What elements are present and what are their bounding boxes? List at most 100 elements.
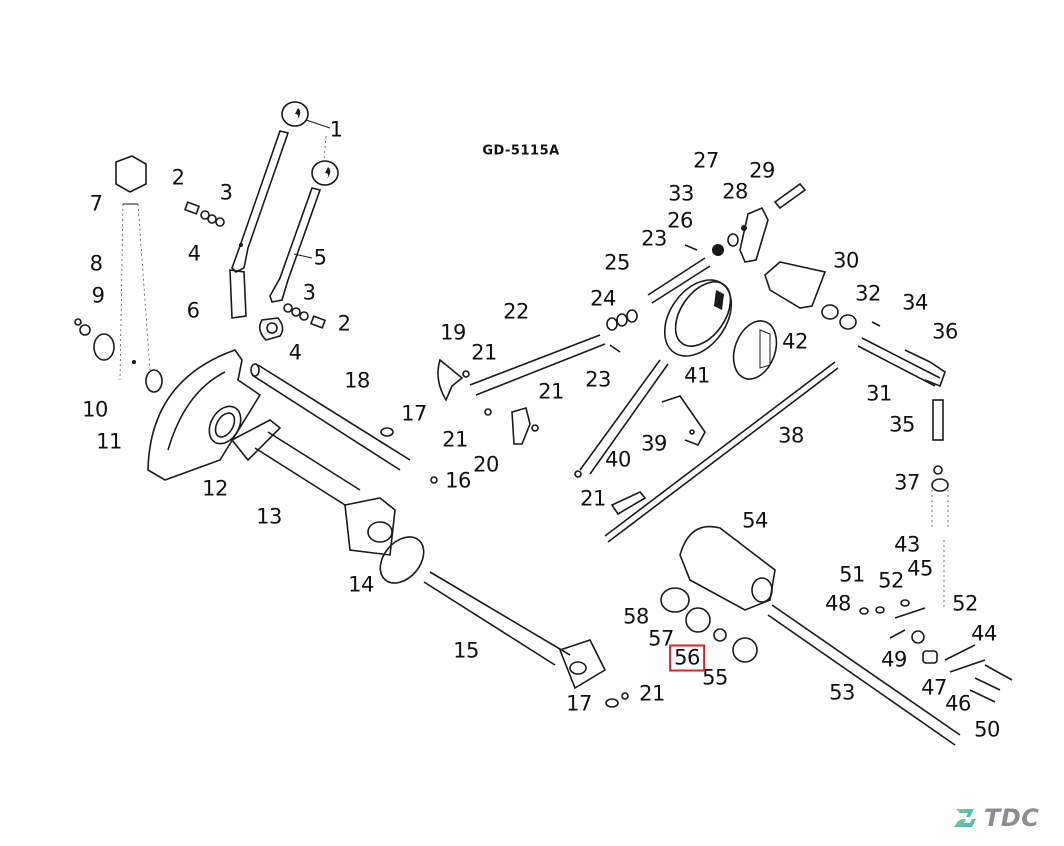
part-14-gasket xyxy=(379,536,425,584)
part-7-8-9-10-handle-assembly xyxy=(74,155,163,393)
callout-50[interactable]: 50 xyxy=(974,717,1000,742)
callout-4[interactable]: 4 xyxy=(187,241,201,266)
callout-6[interactable]: 6 xyxy=(186,298,200,323)
callout-1[interactable]: 1 xyxy=(329,117,343,142)
callout-58[interactable]: 58 xyxy=(623,604,649,629)
callout-47[interactable]: 47 xyxy=(921,675,947,700)
part-42-clutch-drum xyxy=(732,320,778,380)
part-5-lever xyxy=(258,187,322,341)
callout-11[interactable]: 11 xyxy=(96,429,122,454)
tdc-logo: TDC xyxy=(952,804,1039,832)
callout-52[interactable]: 52 xyxy=(952,591,978,616)
callout-20[interactable]: 20 xyxy=(473,452,499,477)
part-26-to-33-linkage xyxy=(712,182,807,263)
part-25-rod xyxy=(647,257,711,304)
callout-31[interactable]: 31 xyxy=(866,381,892,406)
part-24-washers xyxy=(606,244,698,353)
callout-40[interactable]: 40 xyxy=(605,447,631,472)
callout-4[interactable]: 4 xyxy=(288,340,302,365)
part-18-shaft xyxy=(250,363,411,471)
callout-21[interactable]: 21 xyxy=(639,681,665,706)
part-6-lever xyxy=(229,130,290,319)
callout-29[interactable]: 29 xyxy=(749,158,775,183)
callout-19[interactable]: 19 xyxy=(440,320,466,345)
part-12-seal-housing xyxy=(208,405,242,445)
callout-7[interactable]: 7 xyxy=(89,191,103,216)
callout-42[interactable]: 42 xyxy=(782,329,808,354)
callout-21[interactable]: 21 xyxy=(442,427,468,452)
callout-35[interactable]: 35 xyxy=(889,412,915,437)
callout-23[interactable]: 23 xyxy=(641,226,667,251)
part-13-tube-housing xyxy=(230,419,396,556)
callout-2[interactable]: 2 xyxy=(171,165,185,190)
callout-33[interactable]: 33 xyxy=(668,181,694,206)
logo-text: TDC xyxy=(984,804,1040,832)
callout-49[interactable]: 49 xyxy=(881,647,907,672)
callout-43[interactable]: 43 xyxy=(894,532,920,557)
part-30-bracket xyxy=(764,261,827,309)
callout-16[interactable]: 16 xyxy=(445,468,471,493)
callout-3[interactable]: 3 xyxy=(219,180,233,205)
tdc-logo-icon xyxy=(954,809,976,827)
callout-2[interactable]: 2 xyxy=(337,311,351,336)
callout-17[interactable]: 17 xyxy=(566,691,592,716)
part-35-37-43-vertical-pin xyxy=(931,399,949,610)
callout-32[interactable]: 32 xyxy=(855,281,881,306)
callout-39[interactable]: 39 xyxy=(641,431,667,456)
callout-9[interactable]: 9 xyxy=(91,283,105,308)
callout-36[interactable]: 36 xyxy=(932,319,958,344)
callout-18[interactable]: 18 xyxy=(344,368,370,393)
callout-53[interactable]: 53 xyxy=(829,680,855,705)
callout-48[interactable]: 48 xyxy=(825,591,851,616)
callout-21[interactable]: 21 xyxy=(471,340,497,365)
callout-10[interactable]: 10 xyxy=(82,397,108,422)
callout-22[interactable]: 22 xyxy=(503,299,529,324)
callout-8[interactable]: 8 xyxy=(89,251,103,276)
callout-5[interactable]: 5 xyxy=(313,245,327,270)
callout-13[interactable]: 13 xyxy=(256,504,282,529)
callout-44[interactable]: 44 xyxy=(971,621,997,646)
part-31-36-shift-rod xyxy=(857,321,946,388)
part-32-bushings xyxy=(821,304,857,330)
part-44-52-small-parts xyxy=(859,599,1013,703)
part-54-housing xyxy=(679,525,776,611)
callout-56-highlighted[interactable]: 56 xyxy=(669,644,705,672)
callout-46[interactable]: 46 xyxy=(945,691,971,716)
callout-14[interactable]: 14 xyxy=(348,572,374,597)
callout-28[interactable]: 28 xyxy=(722,179,748,204)
callout-15[interactable]: 15 xyxy=(453,638,479,663)
callout-38[interactable]: 38 xyxy=(778,423,804,448)
callout-51[interactable]: 51 xyxy=(839,562,865,587)
callout-23[interactable]: 23 xyxy=(585,367,611,392)
callout-41[interactable]: 41 xyxy=(684,363,710,388)
callout-24[interactable]: 24 xyxy=(590,286,616,311)
part-2-3-4-fasteners-lower xyxy=(283,303,327,329)
part-38-long-rod xyxy=(604,361,839,543)
part-22-selector-rod xyxy=(437,334,606,416)
callout-54[interactable]: 54 xyxy=(742,508,768,533)
part-11-sector-plate xyxy=(147,349,262,481)
part-40-rod xyxy=(574,359,669,478)
callout-45[interactable]: 45 xyxy=(907,556,933,581)
callout-37[interactable]: 37 xyxy=(894,470,920,495)
part-15-shaft xyxy=(423,571,607,690)
part-20-fork xyxy=(511,407,539,445)
callout-30[interactable]: 30 xyxy=(833,248,859,273)
part-39-bracket xyxy=(661,395,706,446)
callout-34[interactable]: 34 xyxy=(902,290,928,315)
part-2-3-4-fasteners-upper xyxy=(183,201,225,227)
callout-12[interactable]: 12 xyxy=(202,476,228,501)
part-41-brake-band xyxy=(663,279,733,357)
callout-27[interactable]: 27 xyxy=(693,148,719,173)
callout-21[interactable]: 21 xyxy=(580,486,606,511)
callout-55[interactable]: 55 xyxy=(702,665,728,690)
callout-26[interactable]: 26 xyxy=(667,208,693,233)
callout-21[interactable]: 21 xyxy=(538,379,564,404)
part-53-shaft xyxy=(767,604,961,746)
callout-17[interactable]: 17 xyxy=(401,401,427,426)
drawing-code: GD-5115A xyxy=(482,143,560,159)
callout-25[interactable]: 25 xyxy=(604,250,630,275)
callout-52[interactable]: 52 xyxy=(878,568,904,593)
callout-3[interactable]: 3 xyxy=(302,280,316,305)
callout-57[interactable]: 57 xyxy=(648,626,674,651)
